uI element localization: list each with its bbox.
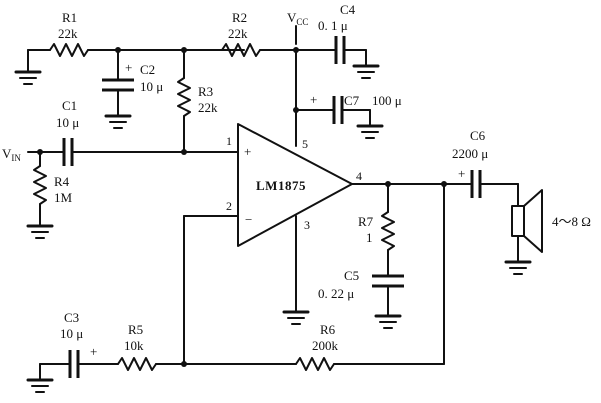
ground-symbol-r1 bbox=[14, 49, 42, 85]
junction-output-feedback bbox=[441, 181, 447, 187]
c7-plus: + bbox=[310, 92, 317, 107]
r6-label: R6 bbox=[320, 322, 336, 337]
r7-value: 1 bbox=[366, 230, 373, 245]
c1-label: C1 bbox=[62, 98, 77, 113]
ground-symbol-c4 bbox=[352, 64, 380, 79]
r3-value: 22k bbox=[198, 100, 218, 115]
resistor-r5 bbox=[117, 357, 157, 371]
c6-label: C6 bbox=[470, 128, 486, 143]
c4-value: 0. 1 μ bbox=[318, 18, 348, 33]
junction-pin1 bbox=[181, 149, 187, 155]
r1-value: 22k bbox=[58, 26, 78, 41]
r4-label: R4 bbox=[54, 174, 70, 189]
ground-symbol-r4 bbox=[26, 224, 54, 239]
ground-symbol-c3 bbox=[26, 378, 54, 393]
c1-value: 10 μ bbox=[56, 115, 79, 130]
c2-value: 10 μ bbox=[140, 79, 163, 94]
r5-value: 10k bbox=[124, 338, 144, 353]
capacitor-c6 bbox=[470, 170, 482, 198]
resistor-r6 bbox=[295, 357, 335, 371]
c3-label: C3 bbox=[64, 310, 79, 325]
resistor-r2 bbox=[221, 43, 261, 57]
c6-plus: + bbox=[458, 166, 465, 181]
c2-label: C2 bbox=[140, 62, 155, 77]
resistor-r4 bbox=[33, 165, 47, 205]
resistor-r1 bbox=[49, 43, 89, 57]
capacitor-c1 bbox=[62, 138, 74, 166]
r4-value: 1M bbox=[54, 190, 73, 205]
c3-plus: + bbox=[90, 344, 97, 359]
r6-value: 200k bbox=[312, 338, 339, 353]
r2-label: R2 bbox=[232, 10, 247, 25]
c7-label: C7 bbox=[344, 93, 360, 108]
r3-label: R3 bbox=[198, 84, 213, 99]
capacitor-c7 bbox=[332, 96, 344, 124]
pin3-label: 3 bbox=[304, 218, 310, 232]
capacitor-c5 bbox=[372, 274, 404, 288]
minus-input-sign: − bbox=[245, 212, 252, 227]
c4-label: C4 bbox=[340, 2, 356, 17]
c5-value: 0. 22 μ bbox=[318, 286, 354, 301]
ground-symbol-speaker bbox=[504, 260, 532, 275]
lm1875-amplifier bbox=[237, 123, 353, 247]
c7-value: 100 μ bbox=[372, 93, 402, 108]
vin-label: VIN bbox=[2, 146, 21, 163]
vcc-label: VCC bbox=[287, 10, 308, 27]
plus-input-sign: + bbox=[244, 144, 251, 159]
resistor-r3 bbox=[177, 77, 191, 117]
capacitor-c2 bbox=[102, 78, 134, 92]
r5-label: R5 bbox=[128, 322, 143, 337]
ground-symbol-c2 bbox=[104, 114, 132, 129]
r7-label: R7 bbox=[358, 214, 374, 229]
r1-label: R1 bbox=[62, 10, 77, 25]
ground-symbol-pin3 bbox=[282, 310, 310, 325]
ground-symbol-c5 bbox=[374, 314, 402, 329]
pin2-label: 2 bbox=[226, 199, 232, 213]
c2-plus: + bbox=[125, 60, 132, 75]
chip-label: LM1875 bbox=[256, 178, 306, 193]
capacitor-c4 bbox=[334, 36, 346, 64]
ground-symbol-c7 bbox=[356, 124, 384, 139]
pin4-label: 4 bbox=[356, 169, 362, 183]
r2-value: 22k bbox=[228, 26, 248, 41]
speaker-impedance: 4～8 Ω bbox=[552, 214, 591, 229]
resistor-r7 bbox=[381, 211, 395, 251]
c3-value: 10 μ bbox=[60, 326, 83, 341]
c5-label: C5 bbox=[344, 268, 359, 283]
pin5-label: 5 bbox=[302, 137, 308, 151]
pin1-label: 1 bbox=[226, 134, 232, 148]
c6-value: 2200 μ bbox=[452, 146, 488, 161]
speaker-icon bbox=[511, 189, 543, 253]
capacitor-c3 bbox=[68, 350, 80, 378]
